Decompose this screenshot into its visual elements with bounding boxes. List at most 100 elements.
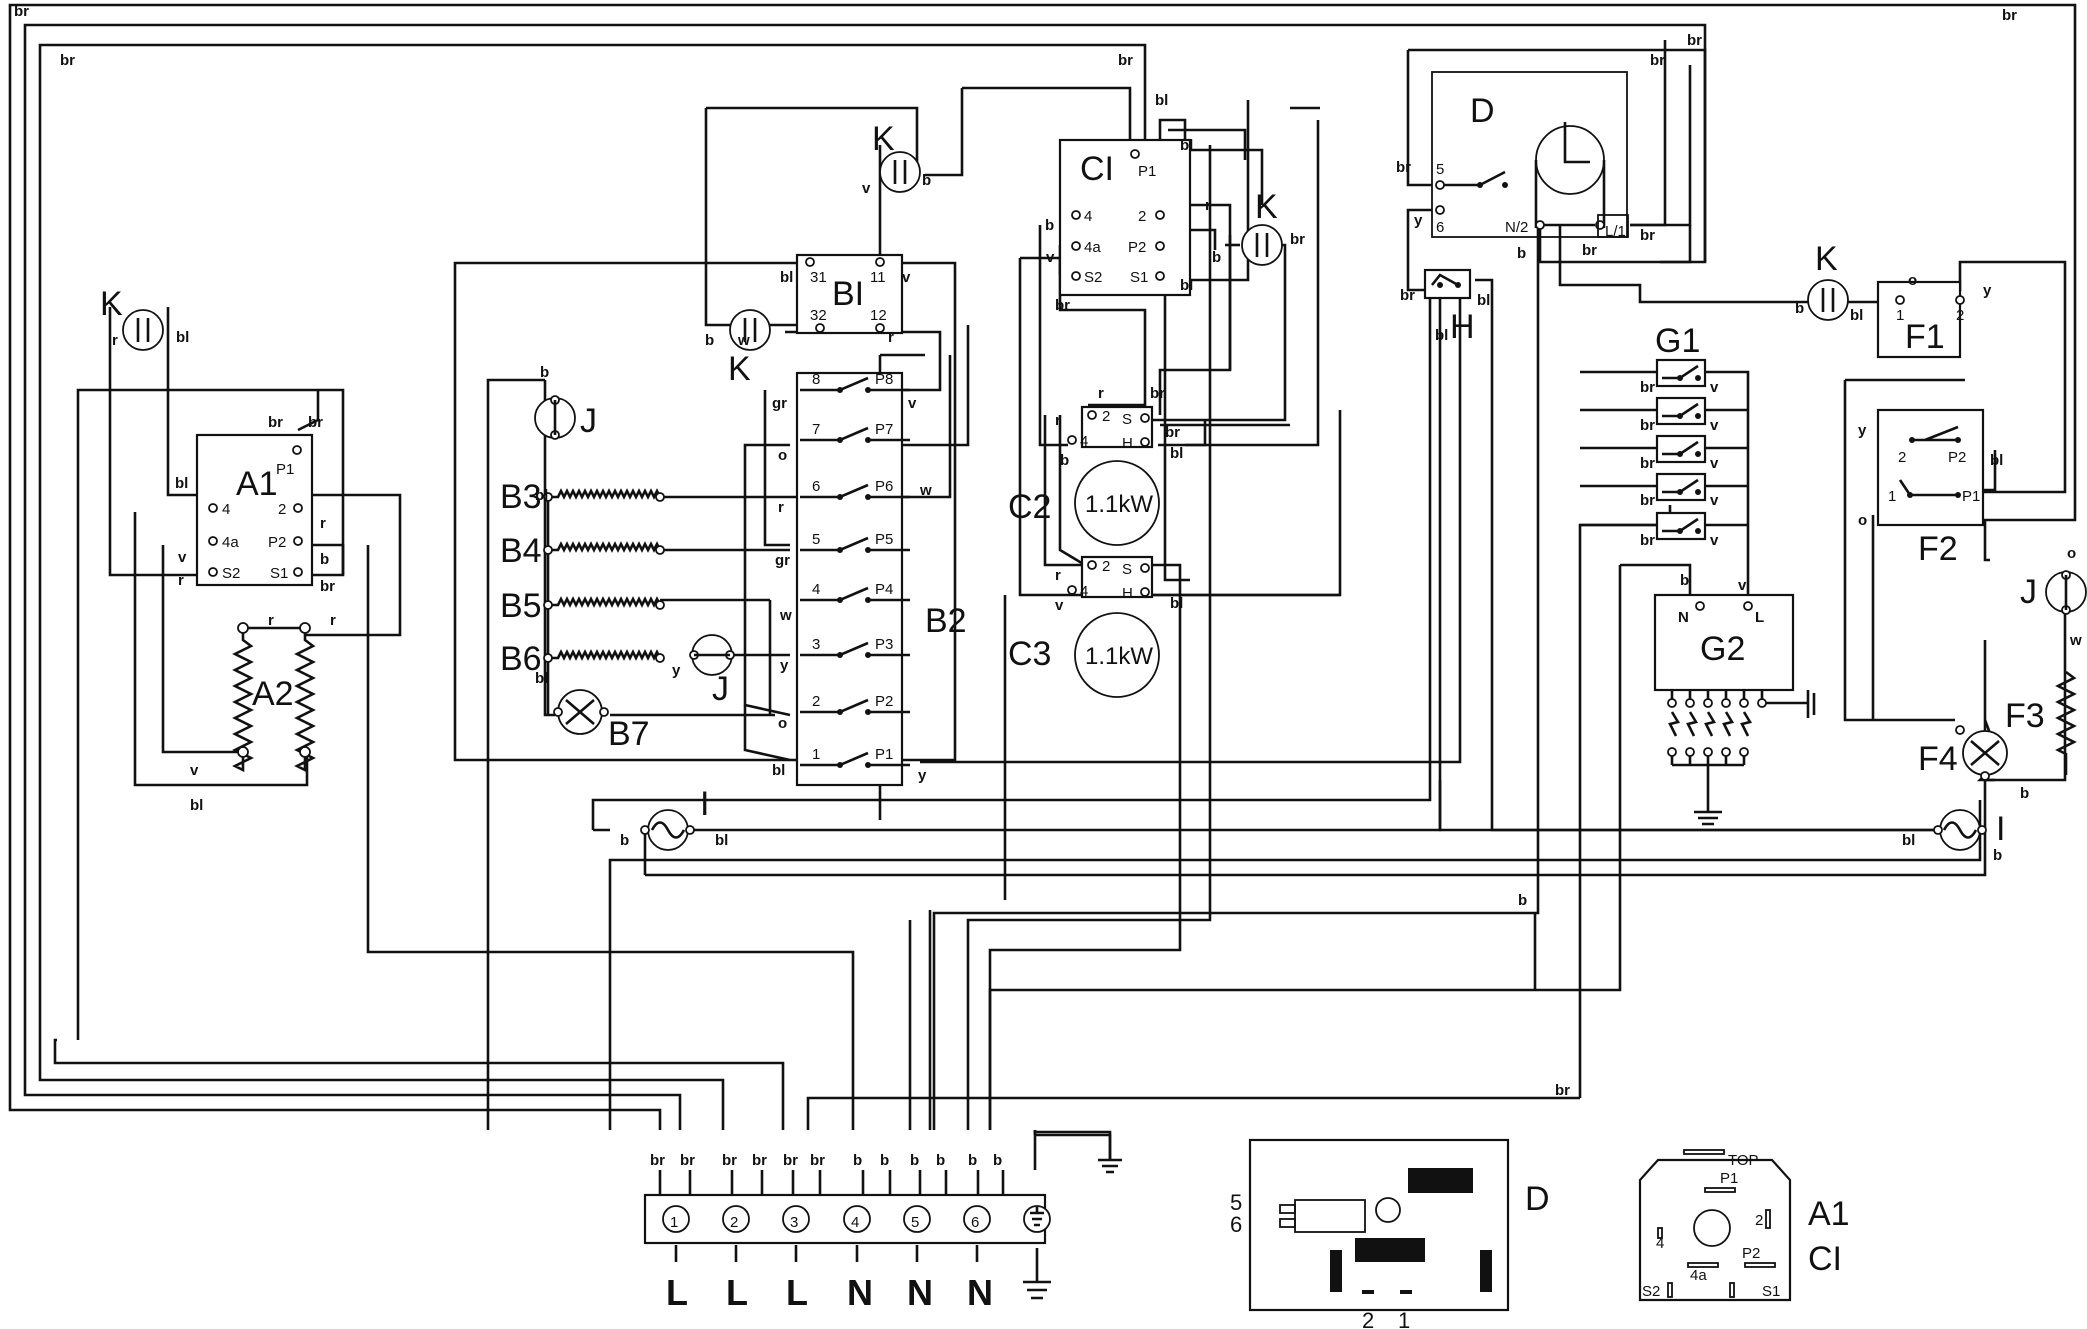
wire-color-label: br (1555, 1082, 1570, 1099)
wire-color-label: w (2069, 632, 2082, 649)
wire-color-label: r (1055, 412, 1061, 429)
label-bi: BI (832, 275, 864, 313)
c3-pin-4: 4 (1080, 583, 1088, 600)
component-c3: 2 4 S H 1.1kW C3 (1008, 555, 1160, 698)
component-i-left: I (640, 785, 709, 851)
earth-icon (1030, 1207, 1044, 1227)
wire-color-label: br (1396, 159, 1411, 176)
terminal-screw (782, 1205, 810, 1233)
d-pin-l1: L/1 (1605, 223, 1626, 240)
label-i-2: I (1996, 810, 2005, 848)
b-heater-terminal (543, 492, 553, 502)
wire-color-label: bl (1170, 445, 1183, 462)
g1-switch-box (1655, 472, 1707, 502)
wire-color-label: v (1710, 379, 1719, 396)
terminal-wire-color: br (722, 1152, 737, 1169)
terminal-wire-color: br (810, 1152, 825, 1169)
b2-pin-left: 5 (812, 531, 820, 548)
g2-output-terminal (1667, 698, 1677, 708)
terminal-number: 5 (911, 1214, 919, 1231)
g1-contact (1695, 375, 1701, 381)
terminal-label: L (666, 1272, 688, 1313)
inset-d-pin-6: 6 (1230, 1212, 1242, 1237)
g1-switch-box (1655, 434, 1707, 464)
wire-color-label: b (1993, 847, 2002, 864)
wire-color-label: gr (772, 395, 787, 412)
inset-a1-2: 2 (1755, 1212, 1763, 1229)
b-heater-terminal (543, 545, 553, 555)
terminal-label: N (847, 1272, 873, 1313)
c2-pin-s: S (1122, 411, 1132, 428)
wire-color-label: bl (1180, 277, 1193, 294)
wire-color-label: v (908, 395, 917, 412)
wire-color-label: br (1290, 231, 1305, 248)
g1-switch-box (1655, 396, 1707, 426)
f1-pin-1: 1 (1896, 307, 1904, 324)
a1-pin-s1: S1 (270, 565, 288, 582)
wire-color-label: br (320, 578, 335, 595)
wire-color-label: r (1205, 197, 1211, 214)
b2-pin-right: P2 (875, 693, 893, 710)
terminal-label: L (726, 1272, 748, 1313)
terminal-label: L (786, 1272, 808, 1313)
inset-d-pin-2: 2 (1362, 1308, 1374, 1329)
spark-icon (1722, 711, 1735, 737)
component-bi: 31 11 32 12 BI (795, 253, 904, 335)
label-f2: F2 (1918, 530, 1958, 568)
b2-pin-right: P3 (875, 636, 893, 653)
wire-color-label: v (1055, 597, 1064, 614)
label-f3: F3 (2005, 697, 2045, 735)
wire-color-label: br (1640, 227, 1655, 244)
component-b-heaters: B3 B4 B5 B6 (500, 478, 665, 715)
label-k-5: K (1815, 240, 1838, 278)
wire-color-label: b (1045, 217, 1054, 234)
b-heater-terminal (655, 492, 665, 502)
b2-pin-left: 6 (812, 478, 820, 495)
g1-switch-box (1655, 358, 1707, 388)
ground-icon (1766, 690, 1816, 718)
wire-color-label: br (1640, 379, 1655, 396)
component-j-right: J (2020, 570, 2087, 615)
ci-pin-s2: S2 (1084, 269, 1102, 286)
inset-d-pin-5: 5 (1230, 1190, 1242, 1215)
g1-contact (1677, 489, 1683, 495)
component-c2: 2 4 S H 1.1kW C2 (1008, 405, 1160, 546)
wire-color-label: br (1687, 32, 1702, 49)
wire-color-label: br (1650, 52, 1665, 69)
f2-pin-2: 2 (1898, 449, 1906, 466)
wire-color-label: o (778, 715, 787, 732)
label-h: H (1450, 308, 1475, 346)
f2-pin-p2: P2 (1948, 449, 1966, 466)
component-k-right: K (1807, 240, 1849, 321)
f2-pin-p1: P1 (1962, 488, 1980, 505)
label-j-1: J (580, 402, 597, 440)
wire-color-label: w (919, 482, 932, 499)
a1-pin-p1: P1 (276, 461, 294, 478)
b2-switch (800, 698, 910, 714)
c3-pin-h: H (1122, 585, 1133, 602)
wire-color-label: v (1738, 577, 1747, 594)
wire-color-label: br (308, 414, 323, 431)
g2-electrode (1721, 747, 1731, 757)
c2-pin-h: H (1122, 435, 1133, 452)
ci-pin-p2: P2 (1128, 239, 1146, 256)
b2-switch (800, 641, 910, 657)
wire-color-label: br (1165, 424, 1180, 441)
label-ci: CI (1080, 150, 1114, 188)
inset-a1-p1: P1 (1720, 1170, 1738, 1187)
terminal-wire-color: b (910, 1152, 919, 1169)
component-k-bi: K (728, 309, 771, 388)
inset-a1-label: A1 (1808, 1195, 1850, 1233)
label-b3: B3 (500, 478, 542, 516)
bi-pin-31: 31 (810, 269, 827, 286)
wire-color-label: br (1400, 287, 1415, 304)
wire-color-label: bl (1902, 832, 1915, 849)
terminal-number: 3 (790, 1214, 798, 1231)
b-heater-terminal (543, 653, 553, 663)
wire-color-label: bl (535, 670, 548, 687)
wire-color-label: v (178, 549, 187, 566)
wire-color-label: v (1710, 532, 1719, 549)
inset-d: 5 6 2 1 D (1230, 1138, 1550, 1329)
wire-color-label: br (14, 3, 29, 20)
wire-color-label: v (862, 180, 871, 197)
